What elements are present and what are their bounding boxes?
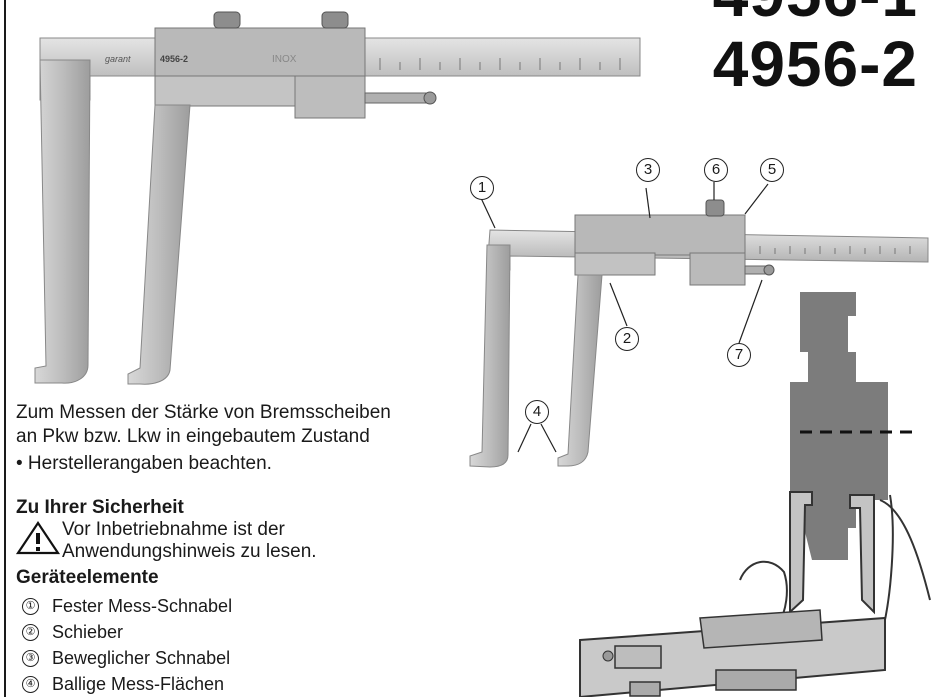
page-border: [0, 0, 6, 697]
item-number: ②: [22, 624, 39, 641]
callout-3: 3: [636, 158, 660, 182]
description-line-2: an Pkw bzw. Lkw in eingebautem Zustand: [16, 426, 370, 447]
item-number: ③: [22, 650, 39, 667]
ruler-model-code: 4956-2: [160, 54, 188, 64]
ruler-inox: INOX: [272, 54, 297, 65]
safety-heading: Zu Ihrer Sicherheit: [16, 497, 184, 518]
item-label: Beweglicher Schnabel: [52, 648, 231, 668]
warning-icon: [15, 521, 61, 555]
callout-7: 7: [727, 343, 751, 367]
list-item: ① Fester Mess-Schnabel: [22, 596, 232, 617]
item-label: Fester Mess-Schnabel: [52, 596, 233, 616]
callout-5: 5: [760, 158, 784, 182]
elements-heading: Geräteelemente: [16, 567, 159, 588]
callout-1: 1: [470, 176, 494, 200]
brand-mark: garant: [105, 54, 131, 64]
list-item: ④ Ballige Mess-Flächen: [22, 674, 224, 695]
brake-disc-diagram: [579, 292, 931, 697]
description-line-1: Zum Messen der Stärke von Bremsscheiben: [16, 402, 391, 423]
callout-2: 2: [615, 327, 639, 351]
item-label: Schieber: [52, 622, 124, 642]
small-caliper: [469, 182, 929, 468]
safety-line-1: Vor Inbetriebnahme ist der: [62, 519, 285, 540]
description-bullet: • Herstellerangaben beachten.: [16, 453, 272, 474]
callout-6: 6: [704, 158, 728, 182]
callout-4: 4: [525, 400, 549, 424]
list-item: ③ Beweglicher Schnabel: [22, 648, 230, 669]
list-item: ② Schieber: [22, 622, 123, 643]
large-caliper: garant 4956-2 INOX: [34, 11, 641, 385]
model-number-top: 4956-1: [713, 0, 918, 26]
item-number: ④: [22, 676, 39, 693]
safety-line-2: Anwendungshinweis zu lesen.: [62, 541, 317, 562]
item-label: Ballige Mess-Flächen: [52, 674, 225, 694]
model-number-main: 4956-2: [712, 28, 918, 100]
item-number: ①: [22, 598, 39, 615]
